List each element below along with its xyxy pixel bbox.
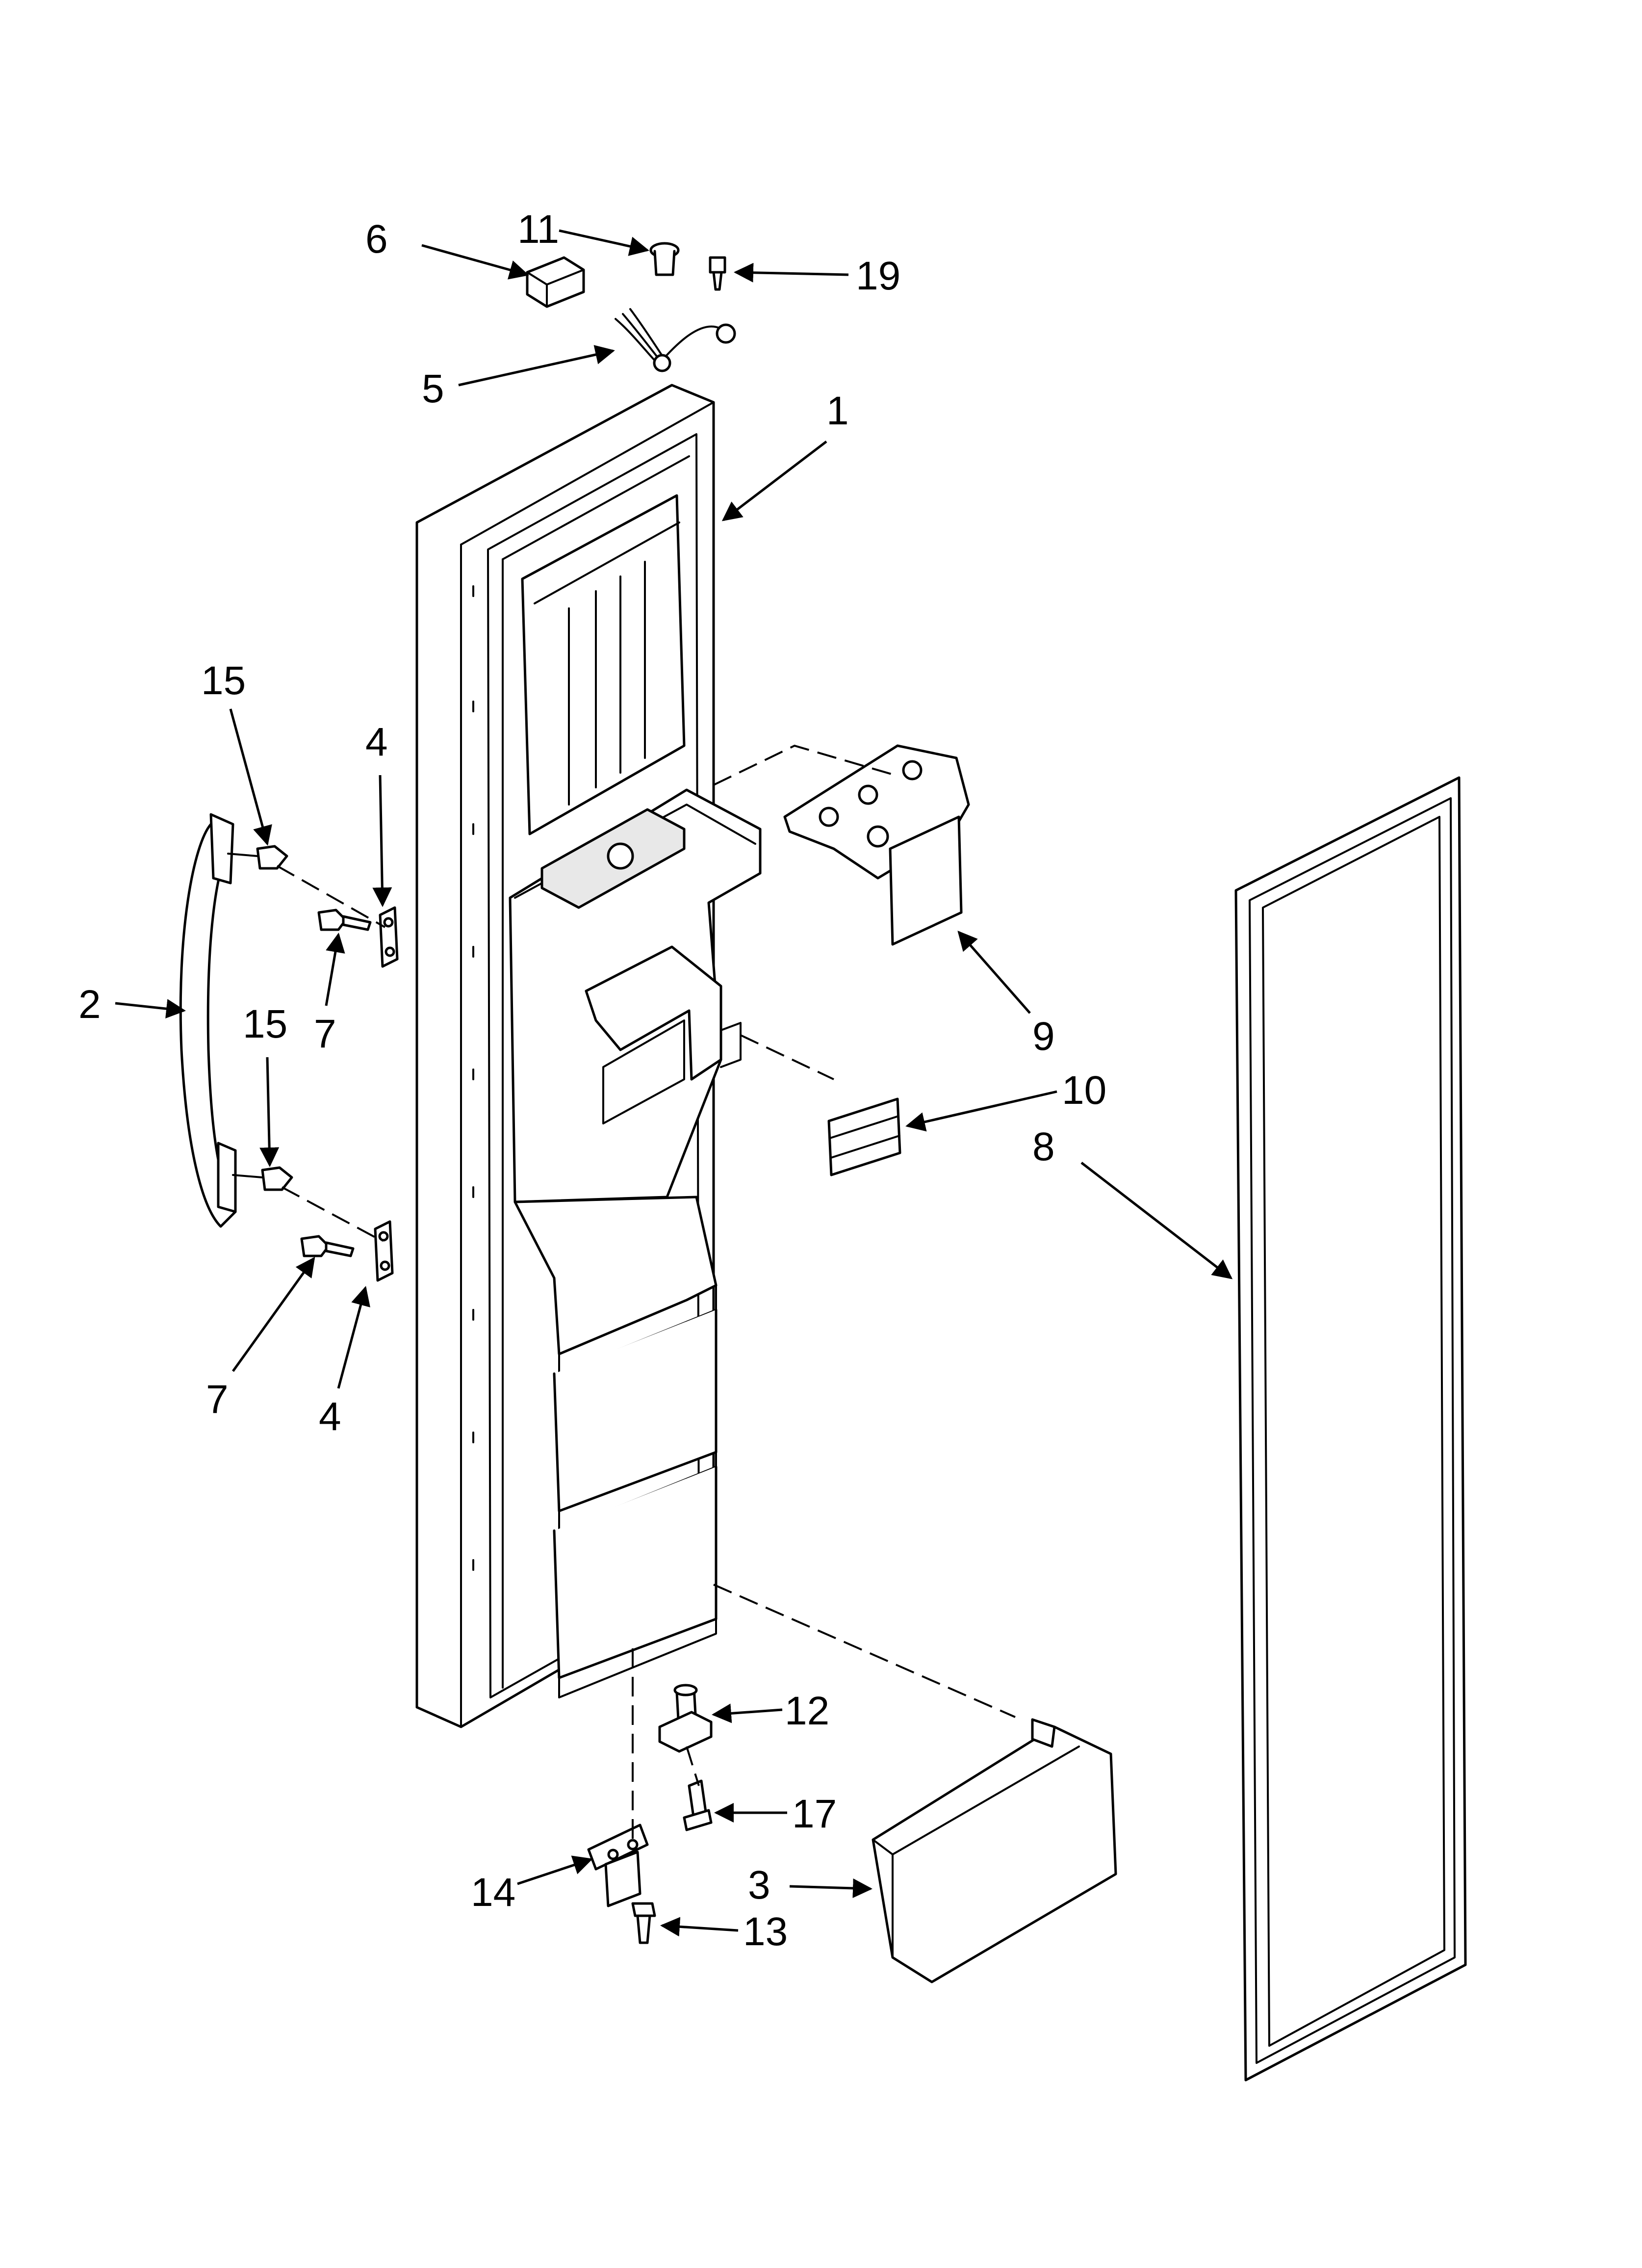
callout-11: 11 [517,207,559,252]
callout-17: 17 [792,1792,837,1836]
callout-1: 1 [826,389,849,433]
callout-2: 2 [78,982,101,1027]
callout-7-upper: 7 [314,1012,336,1056]
wire-harness [615,308,736,372]
screw-15-upper [227,845,288,870]
hinge-14 [587,1824,649,1907]
alignment-lines [277,744,1016,1845]
screw-7-lower [300,1235,355,1257]
light-socket [649,242,680,276]
callout-3: 3 [748,1863,770,1907]
callout-13: 13 [743,1909,788,1954]
wire-connector [526,256,585,308]
callout-8: 8 [1032,1124,1055,1169]
door-handle [179,813,237,1228]
screw-17 [683,1779,713,1831]
handle-bracket-lower [374,1220,394,1282]
callout-12: 12 [785,1689,829,1733]
callout-9: 9 [1032,1014,1055,1059]
screw-15-lower [232,1166,293,1191]
leader-arrows [115,229,1233,1937]
callout-19: 19 [856,254,900,298]
dispenser-pad [827,1097,901,1176]
callout-5: 5 [422,366,444,411]
callout-4-lower: 4 [319,1394,341,1439]
screw-19 [709,256,726,291]
door-liner [415,384,762,1728]
handle-bracket-upper [379,906,399,968]
door-shelf-lower [553,1465,718,1698]
bracket-plate [783,744,970,946]
hinge-pin-12 [658,1684,713,1753]
screw-13 [631,1902,656,1944]
callout-4-upper: 4 [365,720,388,764]
callout-10: 10 [1062,1068,1106,1113]
callout-6: 6 [365,217,388,261]
door-bin [872,1718,1117,1983]
screw-7-upper [317,909,372,931]
door-gasket [1234,776,1467,2082]
callout-14: 14 [471,1870,515,1915]
callout-15-upper: 15 [201,658,246,703]
callout-7-lower: 7 [206,1377,229,1422]
callout-labels: 6 11 19 5 1 15 4 2 7 15 9 10 8 7 4 12 17… [78,207,1106,1954]
callout-15-lower: 15 [243,1002,287,1046]
